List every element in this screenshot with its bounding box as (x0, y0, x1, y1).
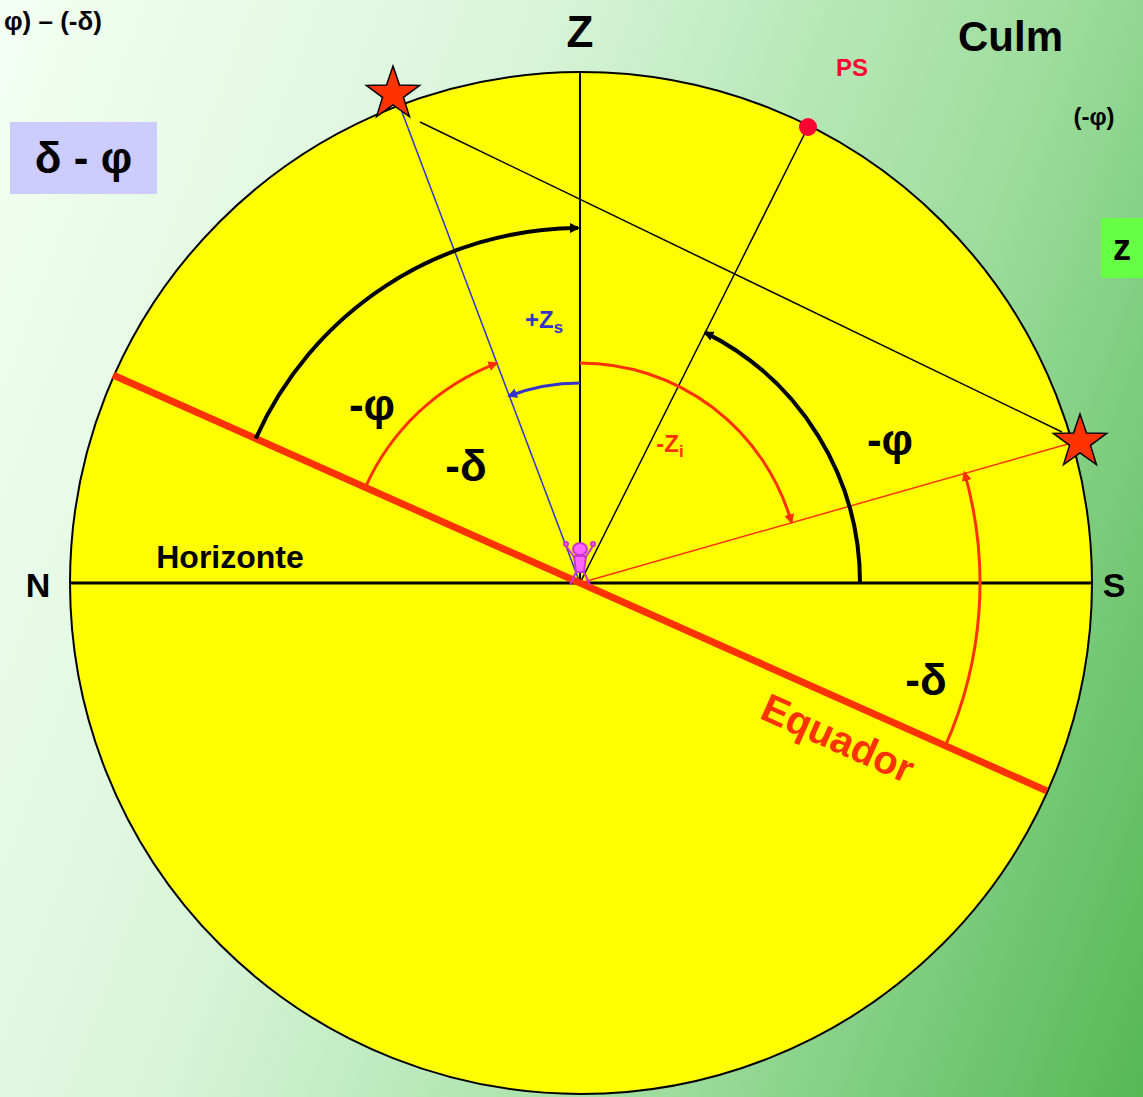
diagram-label: -δ (905, 658, 946, 702)
observer-figure (564, 542, 595, 585)
diagram-label: (-φ) (1073, 105, 1114, 129)
angle-arc (705, 333, 860, 583)
angle-arc (256, 228, 578, 439)
equator-line (113, 375, 1047, 791)
star-symbol (366, 66, 419, 117)
diagram-label: PS (836, 56, 868, 80)
formula-box: δ - φ (10, 122, 157, 194)
diagram-label: S (1103, 568, 1126, 602)
star-line (420, 122, 1062, 432)
diagram-label: -δ (445, 444, 486, 488)
diagram-label: +Zs (525, 308, 563, 332)
formula-box: z (1101, 218, 1143, 278)
angle-arc (509, 383, 580, 396)
angle-arc (945, 473, 980, 746)
diagram-label: -φ (349, 383, 395, 427)
formula-text: δ - φ (35, 136, 132, 180)
star-line (580, 444, 1068, 583)
star-symbol (1053, 414, 1106, 465)
formula-text: z (1113, 230, 1131, 266)
zenith-line (579, 72, 581, 583)
diagram-label: -φ (867, 418, 913, 462)
pole-line (580, 127, 808, 583)
diagram-label: φ) – (-δ) (4, 8, 102, 34)
diagram-label: Z (567, 10, 594, 54)
diagram-label: N (26, 568, 51, 602)
pole-dot (799, 118, 817, 136)
diagram-label: -Zi (656, 432, 683, 456)
diagram-label: Culm (958, 16, 1063, 58)
diagram-label: Horizonte (156, 541, 304, 573)
sphere-circle (70, 72, 1092, 1094)
angle-arc (580, 363, 792, 522)
